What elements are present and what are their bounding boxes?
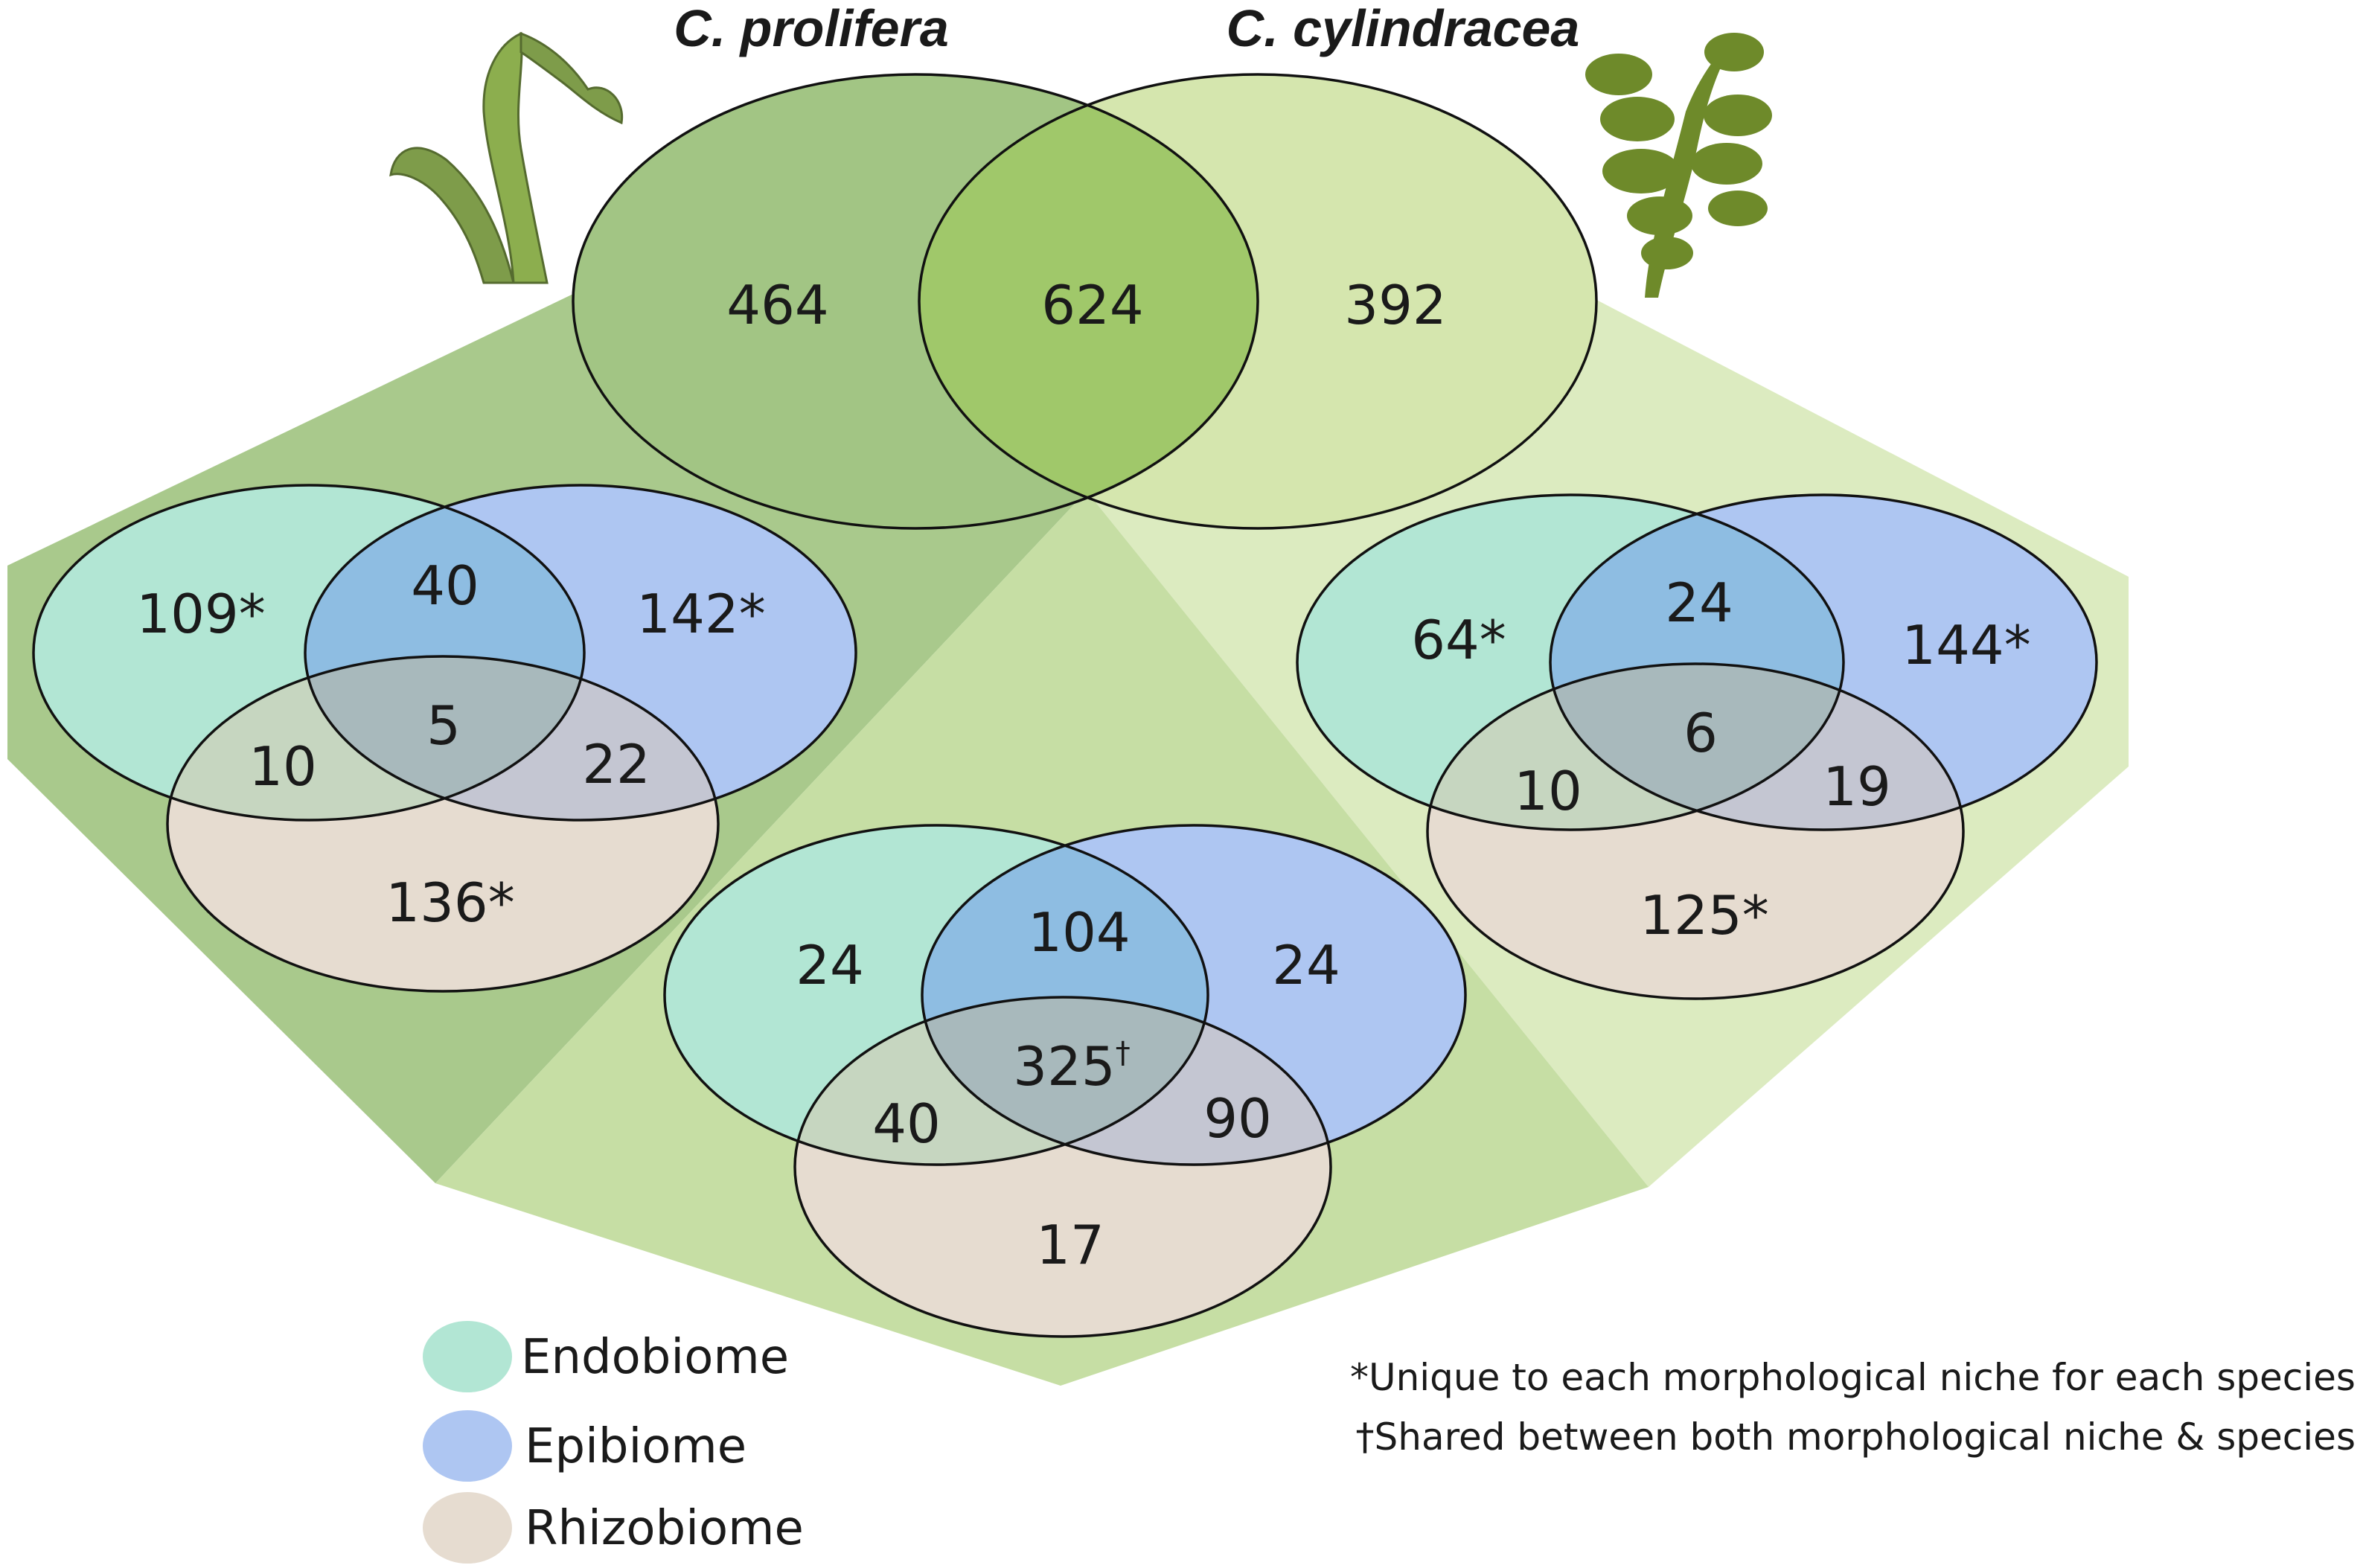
right-rhizo-count: 125* [1640,884,1768,947]
middle-epi-count: 24 [1272,934,1340,996]
left-epi-count: 142* [636,583,765,645]
middle-rhizo-count: 17 [1036,1214,1104,1276]
left-endo-count: 109* [136,583,265,645]
legend-label-endobiome: Endobiome [521,1330,789,1385]
footnote-shared: †Shared between both morphological niche… [1356,1415,2356,1459]
middle-venn: 24 104 24 325† 40 90 17 [663,824,1467,1338]
shared-species-count: 624 [1041,274,1143,336]
middle-endo-count: 24 [796,934,864,996]
legend: Endobiome Epibiome Rhizobiome [423,1321,804,1564]
c-prolifera-outline [572,73,1259,530]
right-epi-rhizo-count: 19 [1823,755,1891,818]
left-rhizo-count: 136* [386,871,514,934]
right-endobiome-outline [1296,493,1845,831]
left-epi-rhizo-region [305,656,718,820]
middle-epi-rhizo-count: 90 [1203,1087,1272,1150]
top-venn: 464 624 392 [572,73,1598,530]
left-endo-rhizo-count: 10 [249,735,317,798]
legend-swatch-endobiome [423,1321,512,1392]
c-cylindracea-outline [918,73,1598,530]
left-endobiome-outline [32,484,586,822]
middle-epibiome-outline [921,824,1467,1166]
middle-endo-epi-count: 104 [1028,901,1130,964]
right-venn: 64* 24 144* 6 10 19 125* [1296,493,2098,1000]
c-cylindracea-only-count: 392 [1344,274,1446,336]
left-epibiome-outline [304,484,857,822]
middle-rhizobiome-outline [793,996,1332,1338]
dagger-mark: † [1116,1036,1131,1070]
right-epi-count: 144* [1902,614,2030,676]
c-cylindracea-seaweed-icon [1585,33,1772,298]
right-all-count: 6 [1683,702,1718,764]
legend-swatch-rhizobiome [423,1492,512,1564]
legend-swatch-epibiome [423,1410,512,1482]
right-rhizobiome-outline [1426,662,1965,1000]
left-epi-rhizo-count: 22 [582,733,650,796]
shared-region [919,74,1258,528]
footnote-unique: *Unique to each morphological niche for … [1350,1356,2356,1399]
right-endo-rhizo-count: 10 [1514,760,1582,822]
c-prolifera-seaweed-icon [389,31,624,284]
c-prolifera-only-count: 464 [726,274,828,336]
right-epibiome-outline [1549,493,2098,831]
left-all-count: 5 [426,694,461,757]
left-rhizobiome-outline [166,655,720,993]
middle-all-count: 325† [1013,1035,1130,1098]
legend-label-epibiome: Epibiome [525,1419,746,1474]
legend-label-rhizobiome: Rhizobiome [525,1501,804,1556]
right-endo-epi-count: 24 [1665,572,1733,634]
right-endo-count: 64* [1411,609,1506,671]
middle-all-value: 325 [1013,1035,1115,1098]
left-venn: 109* 40 142* 5 10 22 136* [32,484,857,993]
left-endo-epi-count: 40 [411,554,479,617]
title-c-prolifera: C. prolifera [674,0,949,57]
middle-endobiome-outline [663,824,1209,1166]
middle-endo-rhizo-count: 40 [872,1092,941,1155]
title-c-cylindracea: C. cylindracea [1227,0,1580,57]
